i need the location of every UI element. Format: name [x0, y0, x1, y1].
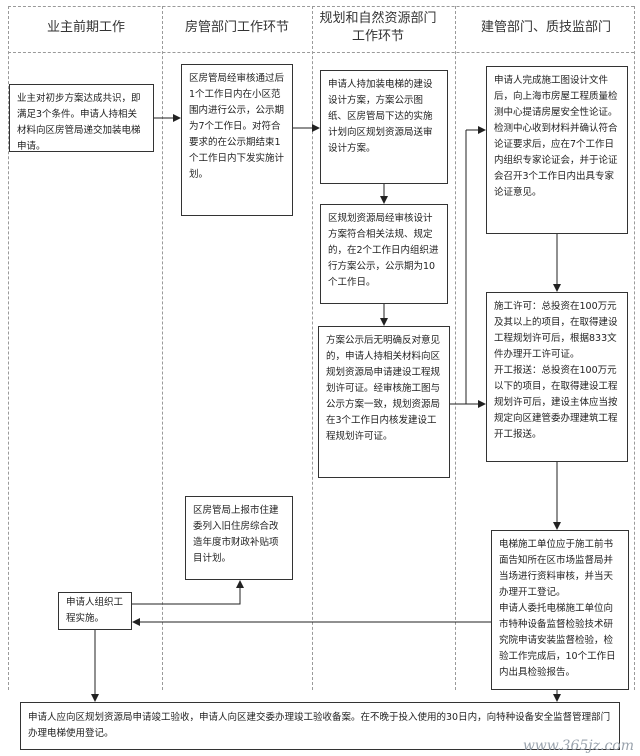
owner-consensus-box: 业主对初步方案达成共识，即满足3个条件。申请人持相关材料向区房管局递交加装电梯申… — [9, 84, 154, 152]
column-title-housing: 房管部门工作环节 — [184, 20, 289, 35]
elevator-filing-text-2: 申请人委托电梯施工单位向市特种设备监督检验技术研究院申请安装监督检验，检验工作完… — [499, 603, 616, 678]
final-acceptance-text: 申请人应向区规划资源局申请竣工验收，申请人向区建交委办理竣工验收备案。在不晚于投… — [28, 712, 611, 739]
arrow-organize-to-subsidy — [132, 580, 244, 605]
subsidy-text: 区房管局上报市住建委列入旧住房综合改造年度市财政补贴项目计划。 — [193, 505, 279, 564]
housing-review-box: 区房管局经审核通过后1个工作日内在小区范围内进行公示，公示期为7个工作日。对符合… — [181, 64, 293, 216]
header-bottom-border — [8, 52, 634, 53]
planning-review-box: 区规划资源局经审核设计方案符合相关法规、规定的，在2个工作日内组织进行方案公示，… — [320, 204, 448, 304]
construction-permit-box: 施工许可：总投资在100万元及其以上的项目，在取得建设工程规划许可后，根据833… — [486, 292, 628, 462]
organize-text: 申请人组织工程实施。 — [66, 597, 124, 624]
planning-review-text: 区规划资源局经审核设计方案符合相关法规、规定的，在2个工作日内组织进行方案公示，… — [328, 213, 439, 288]
design-review-text: 申请人完成施工图设计文件后，向上海市房屋工程质量检测中心提请房屋安全性论证。检测… — [494, 75, 618, 198]
column-title-planning: 规划和自然资源部门工作环节 — [319, 11, 437, 44]
lane-divider-2 — [312, 6, 313, 690]
lane-divider-3 — [455, 6, 456, 690]
column-title-owner: 业主前期工作 — [46, 20, 125, 35]
elevator-filing-box: 电梯施工单位应于施工前书面告知所在区市场监督局并当场进行资料审核，并当天办理开工… — [491, 530, 629, 690]
lane-divider-right-edge — [634, 6, 635, 690]
design-review-box: 申请人完成施工图设计文件后，向上海市房屋工程质量检测中心提请房屋安全性论证。检测… — [486, 66, 628, 234]
planning-submit-text: 申请人持加装电梯的建设设计方案，方案公示图纸、区房管局下达的实施计划向区规划资源… — [328, 79, 433, 154]
housing-review-text: 区房管局经审核通过后1个工作日内在小区范围内进行公示，公示期为7个工作日。对符合… — [189, 73, 285, 180]
planning-permit-box: 方案公示后无明确反对意见的，申请人持相关材料向区规划资源局申请建设工程规划许可证… — [318, 326, 450, 478]
final-acceptance-box: 申请人应向区规划资源局申请竣工验收，申请人向区建交委办理竣工验收备案。在不晚于投… — [20, 702, 620, 750]
lane-divider-left-edge — [8, 6, 9, 690]
subsidy-box: 区房管局上报市住建委列入旧住房综合改造年度市财政补贴项目计划。 — [185, 496, 293, 580]
swimlane-header: 业主前期工作 房管部门工作环节 规划和自然资源部门工作环节 建管部门、质技监部门 — [0, 0, 640, 60]
construction-permit-text-2: 开工报送：总投资在100万元以下的项目，在取得建设工程规划许可后，建设主体应当按… — [494, 365, 618, 440]
owner-consensus-text: 业主对初步方案达成共识，即满足3个条件。申请人持相关材料向区房管局递交加装电梯申… — [17, 93, 141, 152]
header-top-border — [8, 6, 634, 7]
lane-divider-1 — [162, 6, 163, 690]
organize-box: 申请人组织工程实施。 — [58, 592, 132, 630]
planning-permit-text: 方案公示后无明确反对意见的，申请人持相关材料向区规划资源局申请建设工程规划许可证… — [326, 335, 441, 442]
arrow-permit-to-trunk — [450, 130, 467, 405]
construction-permit-text-1: 施工许可：总投资在100万元及其以上的项目，在取得建设工程规划许可后，根据833… — [494, 301, 618, 360]
column-title-construction: 建管部门、质技监部门 — [480, 20, 611, 35]
site-watermark: www.365jz.com — [522, 738, 634, 754]
planning-submit-box: 申请人持加装电梯的建设设计方案，方案公示图纸、区房管局下达的实施计划向区规划资源… — [320, 70, 448, 184]
elevator-filing-text-1: 电梯施工单位应于施工前书面告知所在区市场监督局并当场进行资料审核，并当天办理开工… — [499, 539, 614, 598]
